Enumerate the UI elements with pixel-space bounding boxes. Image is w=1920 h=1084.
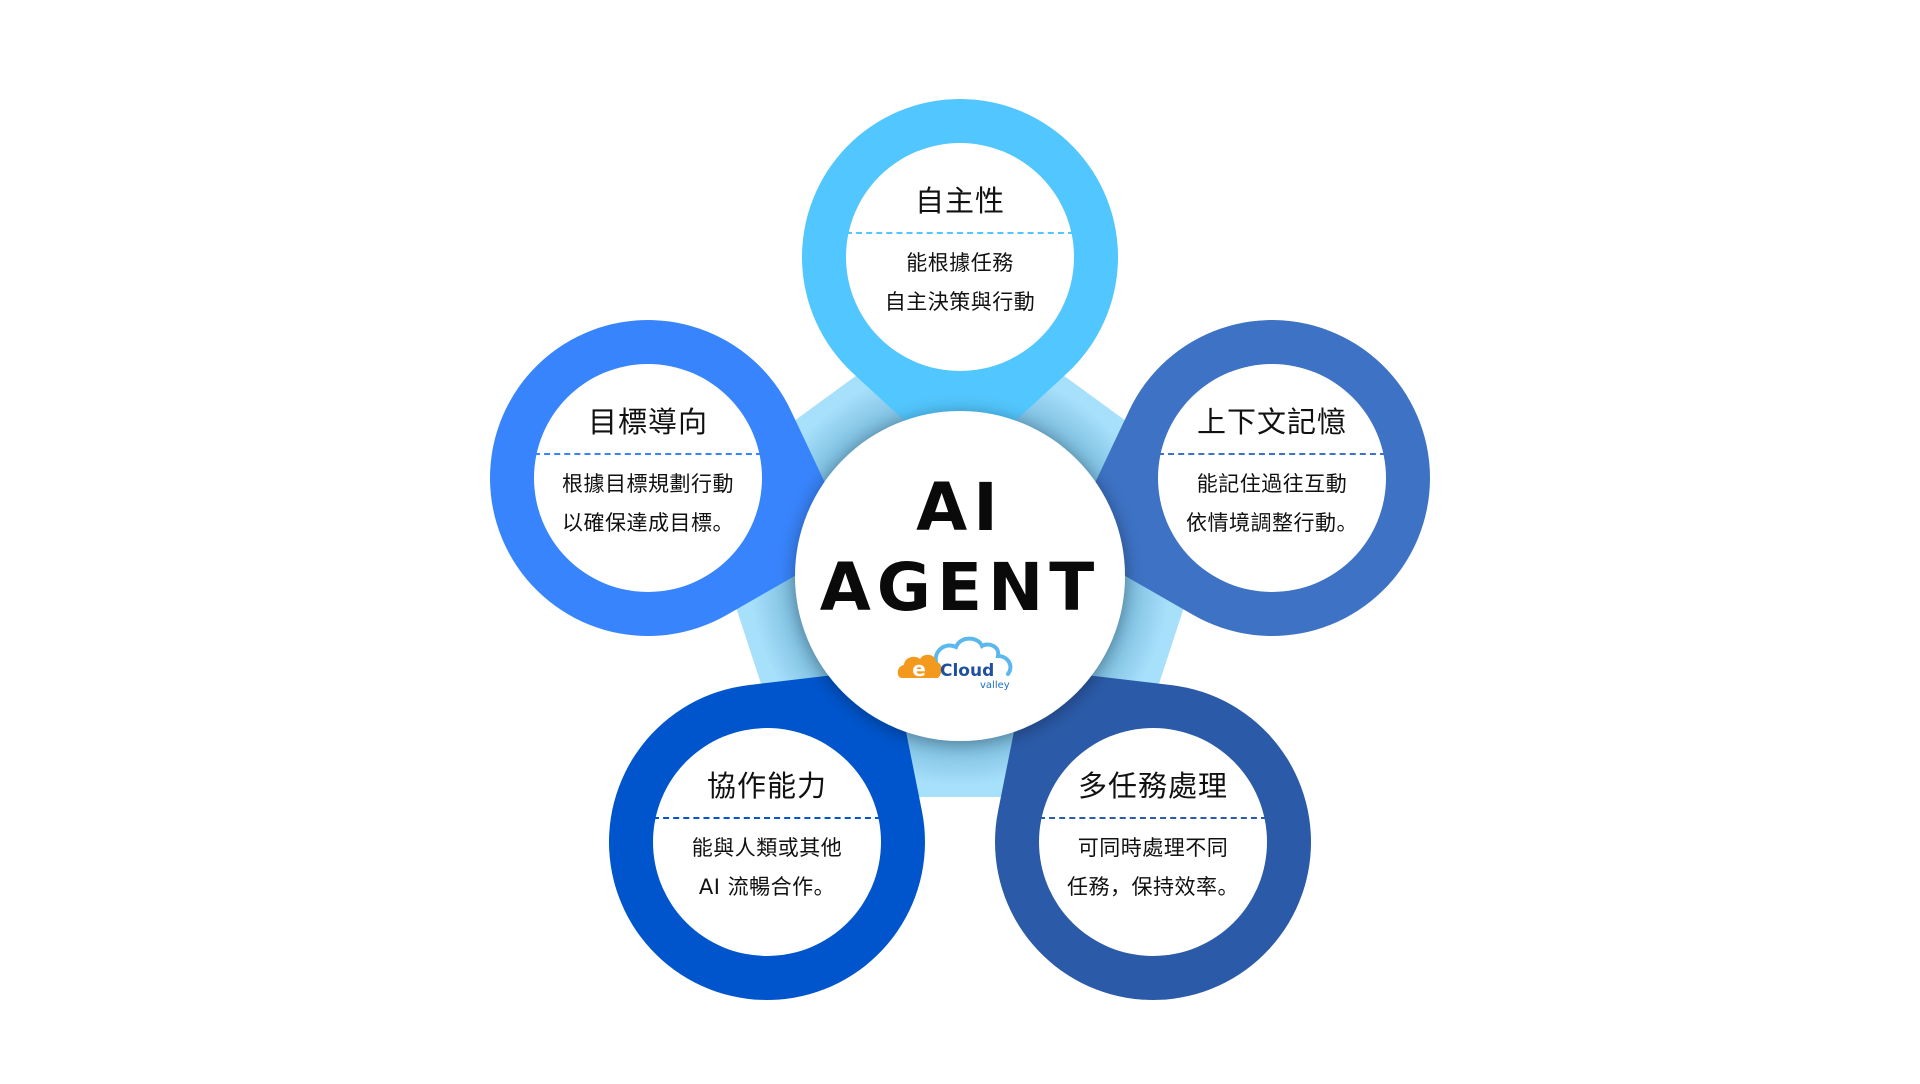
petal-title: 多任務處理 <box>1077 769 1228 803</box>
petal-title: 自主性 <box>914 184 1005 218</box>
cloud-outline-icon <box>933 636 1013 676</box>
dashed-divider <box>534 453 762 455</box>
logo-sub: valley <box>980 680 1010 691</box>
dashed-divider <box>1039 817 1267 819</box>
petal-inner-circle <box>846 143 1074 371</box>
petal-description: 能與人類或其他 AI 流暢合作。 <box>691 836 843 899</box>
petal-description: 能根據任務 自主決策與行動 <box>884 251 1036 314</box>
dashed-divider <box>1158 453 1386 455</box>
center-circle <box>795 411 1125 741</box>
petal-description: 根據目標規劃行動 以確保達成目標。 <box>562 472 734 535</box>
petal-multitasking: 多任務處理 可同時處理不同 任務，保持效率。 <box>1033 769 1273 907</box>
petal-title: 上下文記憶 <box>1196 405 1347 439</box>
ecloudvalley-logo-icon: e Cloud valley <box>897 636 1013 691</box>
petal-inner-circle <box>534 364 762 592</box>
petal-inner-circle <box>1158 364 1386 592</box>
petal-rings <box>490 99 1430 1001</box>
dashed-divider <box>653 817 881 819</box>
petal-inner-circle <box>1039 728 1267 956</box>
logo-word: Cloud <box>940 661 994 681</box>
petal-autonomy: 自主性 能根據任務 自主決策與行動 <box>840 184 1080 322</box>
petal-description: 可同時處理不同 任務，保持效率。 <box>1067 836 1239 899</box>
petal-context-memory: 上下文記憶 能記住過往互動 依情境調整行動。 <box>1152 405 1392 543</box>
dashed-divider <box>846 232 1074 234</box>
logo-e-letter: e <box>912 657 926 681</box>
center-title-ai: AI <box>916 469 1004 546</box>
center-title-agent: AGENT <box>819 549 1101 626</box>
petal-collaboration: 協作能力 能與人類或其他 AI 流暢合作。 <box>647 769 887 907</box>
petal-goal-oriented: 目標導向 根據目標規劃行動 以確保達成目標。 <box>528 405 768 543</box>
petal-title: 目標導向 <box>587 405 708 439</box>
petal-title: 協作能力 <box>706 769 827 803</box>
petal-inner-circle <box>653 728 881 956</box>
petal-description: 能記住過往互動 依情境調整行動。 <box>1186 472 1358 535</box>
orange-cloud-icon <box>897 654 942 678</box>
